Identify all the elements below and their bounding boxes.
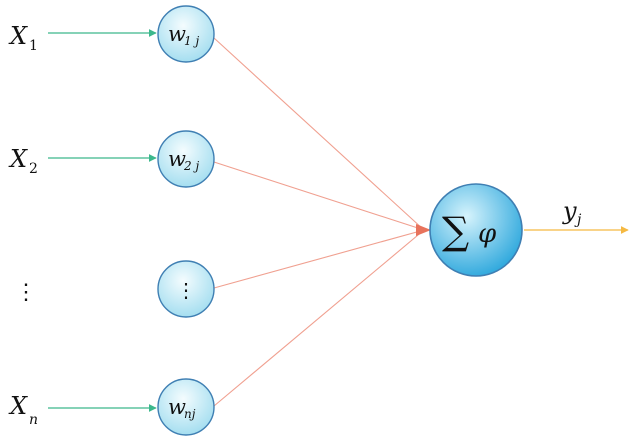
weight-node-2: w 2 j: [157, 130, 215, 188]
input-label-1: X 1: [8, 22, 38, 54]
sigma-symbol: ∑: [442, 209, 469, 253]
output-label: y j: [562, 197, 582, 228]
input-label-n-sub: n: [29, 412, 38, 428]
input-label-1-base: X: [8, 22, 28, 50]
weight-label-2-base: w: [168, 147, 186, 171]
input-label-1-sub: 1: [29, 38, 38, 54]
phi-symbol: φ: [478, 219, 497, 249]
input-label-n-base: X: [8, 392, 28, 420]
output-label-base: y: [562, 197, 577, 225]
weight-label-2-sub: 2 j: [183, 159, 199, 173]
output-label-sub: j: [574, 212, 582, 228]
weight-node-n: w nj: [157, 378, 215, 436]
sum-node: ∑ φ: [429, 183, 523, 277]
weight-label-1-sub: 1 j: [184, 34, 199, 48]
weight-label-n-base: w: [168, 395, 186, 419]
weight-node-1: w 1 j: [157, 5, 215, 63]
weight-label-n-sub: nj: [184, 407, 196, 421]
weight-line-1: [213, 37, 425, 231]
weight-line-2: [213, 161, 425, 231]
weight-node-dots: ⋮: [157, 260, 215, 318]
converge-arrow-head: [416, 224, 431, 236]
weight-line-n: [213, 229, 425, 407]
weight-ellipsis: ⋮: [176, 278, 196, 302]
weight-line-dots: [213, 229, 425, 289]
input-label-2: X 2: [8, 145, 38, 177]
weight-label-1-base: w: [168, 22, 186, 46]
input-ellipsis: ⋮: [15, 280, 37, 305]
input-label-n: X n: [8, 392, 38, 428]
input-label-2-sub: 2: [29, 161, 38, 177]
input-label-2-base: X: [8, 145, 28, 173]
